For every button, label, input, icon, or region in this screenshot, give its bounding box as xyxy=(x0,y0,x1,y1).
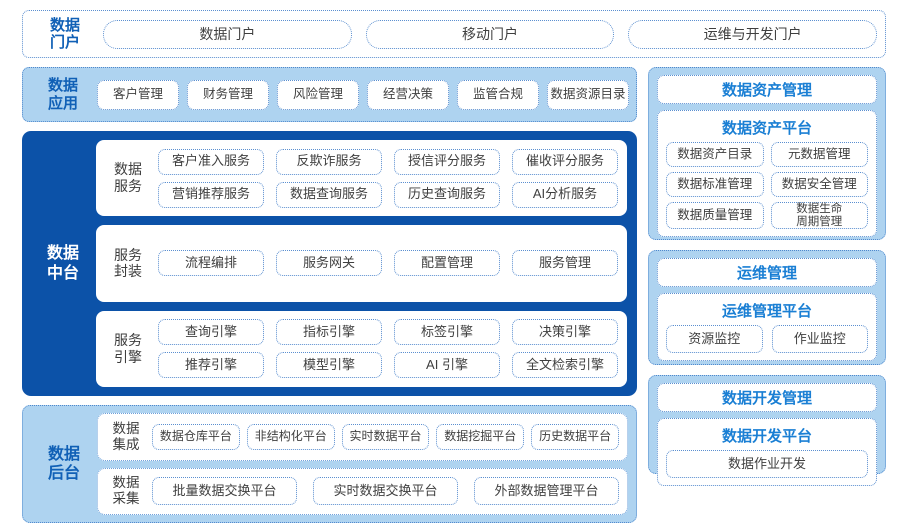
dev-platform-body: 数据开发平台 数据作业开发 xyxy=(657,418,877,486)
ops-resource-monitoring[interactable]: 资源监控 xyxy=(666,325,763,353)
group-row: 流程编排 服务网关 配置管理 服务管理 xyxy=(158,250,618,277)
asset-platform-grid: 数据资产目录 元数据管理 数据标准管理 数据安全管理 数据质量管理 数据生命 周… xyxy=(666,142,868,230)
app-item-regulatory-compliance[interactable]: 监管合规 xyxy=(457,79,539,110)
collection-external-data-management-platform[interactable]: 外部数据管理平台 xyxy=(474,477,619,506)
engine-recommendation[interactable]: 推荐引擎 xyxy=(158,352,264,379)
asset-management-card: 数据资产管理 数据资产平台 数据资产目录 元数据管理 数据标准管理 数据安全管理… xyxy=(648,67,886,240)
app-item-finance-management[interactable]: 财务管理 xyxy=(187,79,269,110)
ops-management-header: 运维管理 xyxy=(657,258,877,287)
encapsulation-config-management[interactable]: 配置管理 xyxy=(394,250,500,277)
group-label-service-engine: 服务 引擎 xyxy=(114,332,142,365)
encapsulation-process-orchestration[interactable]: 流程编排 xyxy=(158,250,264,277)
asset-data-security-management[interactable]: 数据安全管理 xyxy=(770,172,868,197)
group-data-collection: 数据 采集 批量数据交换平台 实时数据交换平台 外部数据管理平台 xyxy=(97,467,628,515)
asset-platform-body: 数据资产平台 数据资产目录 元数据管理 数据标准管理 数据安全管理 数据质量管理… xyxy=(657,110,877,238)
service-marketing-recommendation[interactable]: 营销推荐服务 xyxy=(158,181,264,208)
group-rows-service-encapsulation: 流程编排 服务网关 配置管理 服务管理 xyxy=(154,250,618,277)
data-middle-platform-band: 数据 中台 数据 服务 客户准入服务 反欺诈服务 授信评分服务 催收评分服务 xyxy=(22,131,637,396)
app-item-customer-management[interactable]: 客户管理 xyxy=(97,79,179,110)
ops-platform-title: 运维管理平台 xyxy=(721,303,812,320)
integration-data-mining-platform[interactable]: 数据挖掘平台 xyxy=(436,423,525,450)
asset-data-standard-management[interactable]: 数据标准管理 xyxy=(666,172,764,197)
group-label-service-encapsulation: 服务 封装 xyxy=(114,246,142,280)
data-portal-band: 数据 门户 数据门户 移动门户 运维与开发门户 xyxy=(22,10,886,58)
middle-platform-groups: 数据 服务 客户准入服务 反欺诈服务 授信评分服务 催收评分服务 营销推荐服务 … xyxy=(96,140,627,387)
dev-management-card: 数据开发管理 数据开发平台 数据作业开发 xyxy=(648,375,886,486)
ops-platform-items: 资源监控 作业监控 xyxy=(666,325,868,353)
integration-realtime-data-platform[interactable]: 实时数据平台 xyxy=(341,423,430,450)
data-portal-title: 数据 门户 xyxy=(49,16,80,51)
ops-management-card: 运维管理 运维管理平台 资源监控 作业监控 xyxy=(648,250,886,365)
service-collection-scoring[interactable]: 催收评分服务 xyxy=(512,148,618,175)
asset-management-header: 数据资产管理 xyxy=(657,75,877,104)
asset-data-catalog[interactable]: 数据资产目录 xyxy=(666,142,764,167)
dev-management-header: 数据开发管理 xyxy=(657,383,877,412)
service-anti-fraud[interactable]: 反欺诈服务 xyxy=(276,148,382,175)
dev-platform-items: 数据作业开发 xyxy=(666,450,868,478)
group-data-integration: 数据 集成 数据仓库平台 非结构化平台 实时数据平台 数据挖掘平台 历史数据平台 xyxy=(97,413,628,461)
group-row: 推荐引擎 模型引擎 AI 引擎 全文检索引擎 xyxy=(158,352,618,379)
service-ai-analysis[interactable]: AI分析服务 xyxy=(512,181,618,208)
integration-data-warehouse-platform[interactable]: 数据仓库平台 xyxy=(152,423,240,450)
service-history-query[interactable]: 历史查询服务 xyxy=(394,181,500,208)
asset-platform-title: 数据资产平台 xyxy=(721,120,812,137)
service-customer-onboarding[interactable]: 客户准入服务 xyxy=(158,148,264,175)
collection-realtime-data-exchange-platform[interactable]: 实时数据交换平台 xyxy=(313,477,458,506)
portal-item-mobile-portal[interactable]: 移动门户 xyxy=(365,19,615,49)
data-middle-platform-title: 数据 中台 xyxy=(46,245,79,282)
group-label-data-integration: 数据 集成 xyxy=(112,420,140,452)
backend-groups: 数据 集成 数据仓库平台 非结构化平台 实时数据平台 数据挖掘平台 历史数据平台… xyxy=(97,413,628,515)
engine-tag[interactable]: 标签引擎 xyxy=(394,319,500,346)
data-backend-band: 数据 后台 数据 集成 数据仓库平台 非结构化平台 实时数据平台 数据挖掘平台 … xyxy=(22,405,637,523)
portal-item-ops-dev-portal[interactable]: 运维与开发门户 xyxy=(628,19,878,49)
integration-history-data-platform[interactable]: 历史数据平台 xyxy=(531,423,619,450)
data-backend-title: 数据 后台 xyxy=(47,445,80,482)
asset-metadata-management[interactable]: 元数据管理 xyxy=(770,142,868,167)
right-column: 数据资产管理 数据资产平台 数据资产目录 元数据管理 数据标准管理 数据安全管理… xyxy=(648,67,886,523)
engine-metric[interactable]: 指标引擎 xyxy=(276,319,382,346)
engine-full-text-search[interactable]: 全文检索引擎 xyxy=(512,352,618,379)
group-row: 客户准入服务 反欺诈服务 授信评分服务 催收评分服务 xyxy=(158,148,618,175)
app-item-data-resource-catalog[interactable]: 数据资源目录 xyxy=(547,79,629,110)
app-item-risk-management[interactable]: 风险管理 xyxy=(277,79,359,110)
encapsulation-service-gateway[interactable]: 服务网关 xyxy=(276,250,382,277)
dev-data-job-development[interactable]: 数据作业开发 xyxy=(666,450,868,478)
asset-data-lifecycle-management[interactable]: 数据生命 周期管理 xyxy=(770,202,868,230)
group-label-data-collection: 数据 采集 xyxy=(112,475,140,507)
integration-unstructured-platform[interactable]: 非结构化平台 xyxy=(246,423,335,450)
engine-model[interactable]: 模型引擎 xyxy=(276,352,382,379)
asset-data-quality-management[interactable]: 数据质量管理 xyxy=(666,202,764,230)
backend-items-collection: 批量数据交换平台 实时数据交换平台 外部数据管理平台 xyxy=(149,477,619,506)
data-application-items: 客户管理 财务管理 风险管理 经营决策 监管合规 数据资源目录 xyxy=(95,79,629,110)
portal-item-data-portal[interactable]: 数据门户 xyxy=(103,19,352,49)
group-data-service: 数据 服务 客户准入服务 反欺诈服务 授信评分服务 催收评分服务 营销推荐服务 … xyxy=(96,140,627,217)
ops-platform-body: 运维管理平台 资源监控 作业监控 xyxy=(657,293,877,361)
main-columns: 数据 应用 客户管理 财务管理 风险管理 经营决策 监管合规 数据资源目录 数据… xyxy=(22,67,886,523)
group-row: 查询引擎 指标引擎 标签引擎 决策引擎 xyxy=(158,319,618,346)
data-application-band: 数据 应用 客户管理 财务管理 风险管理 经营决策 监管合规 数据资源目录 xyxy=(22,67,637,122)
group-label-data-service: 数据 服务 xyxy=(114,161,142,195)
backend-items-integration: 数据仓库平台 非结构化平台 实时数据平台 数据挖掘平台 历史数据平台 xyxy=(149,423,619,450)
dev-platform-title: 数据开发平台 xyxy=(721,428,812,445)
collection-batch-data-exchange-platform[interactable]: 批量数据交换平台 xyxy=(152,477,297,506)
app-item-business-decision[interactable]: 经营决策 xyxy=(367,79,449,110)
service-credit-scoring[interactable]: 授信评分服务 xyxy=(394,148,500,175)
group-rows-service-engine: 查询引擎 指标引擎 标签引擎 决策引擎 推荐引擎 模型引擎 AI 引擎 全文检索… xyxy=(154,319,618,379)
data-portal-items: 数据门户 移动门户 运维与开发门户 xyxy=(97,19,878,49)
group-row: 营销推荐服务 数据查询服务 历史查询服务 AI分析服务 xyxy=(158,181,618,208)
group-service-engine: 服务 引擎 查询引擎 指标引擎 标签引擎 决策引擎 推荐引擎 模型引擎 xyxy=(96,310,627,387)
group-service-encapsulation: 服务 封装 流程编排 服务网关 配置管理 服务管理 xyxy=(96,225,627,302)
data-application-title: 数据 应用 xyxy=(47,77,78,112)
service-data-query[interactable]: 数据查询服务 xyxy=(276,181,382,208)
engine-ai[interactable]: AI 引擎 xyxy=(394,352,500,379)
left-column: 数据 应用 客户管理 财务管理 风险管理 经营决策 监管合规 数据资源目录 数据… xyxy=(22,67,637,523)
encapsulation-service-management[interactable]: 服务管理 xyxy=(512,250,618,277)
engine-query[interactable]: 查询引擎 xyxy=(158,319,264,346)
engine-decision[interactable]: 决策引擎 xyxy=(512,319,618,346)
ops-job-monitoring[interactable]: 作业监控 xyxy=(771,325,868,353)
group-rows-data-service: 客户准入服务 反欺诈服务 授信评分服务 催收评分服务 营销推荐服务 数据查询服务… xyxy=(154,148,618,208)
